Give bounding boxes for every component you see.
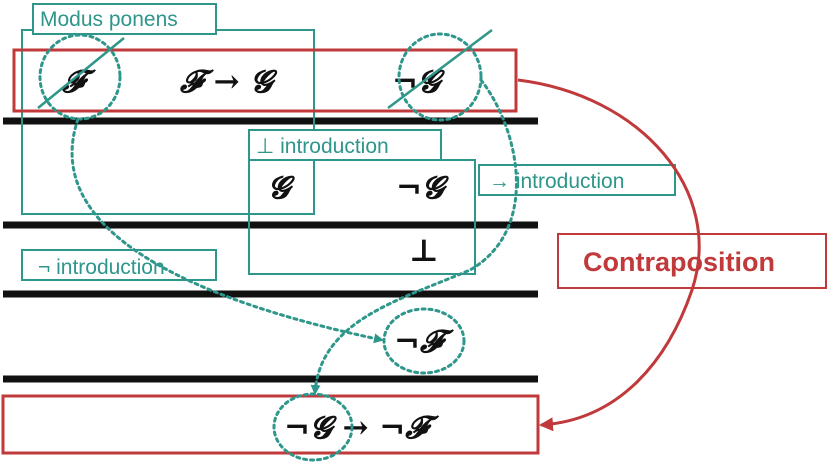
formula-conclusion: ¬𝓖 → ¬𝓕: [284, 410, 439, 446]
imp-intro-label: → introduction: [489, 170, 624, 193]
discharge-arrow-not-g: [310, 78, 518, 395]
bot-intro-label-box: [248, 129, 442, 161]
modus-ponens-label-box: [32, 3, 217, 35]
modus-ponens-label: Modus ponens: [40, 8, 178, 31]
strike-not-g: [387, 29, 493, 109]
discharge-arrow-f: [70, 117, 384, 344]
ellipse-not-f: [382, 307, 466, 375]
formula-bottom: ⊥: [409, 233, 439, 269]
contraposition-label: Contraposition: [583, 247, 775, 277]
ellipse-not-g: [397, 32, 483, 122]
formula-not-f: ¬𝓕: [394, 324, 454, 360]
bot-intro-label: ⊥ introduction: [256, 135, 389, 158]
conclusion-box: [1, 394, 540, 455]
neg-intro-label: ¬ introduction: [38, 256, 165, 279]
imp-intro-label-box: [478, 164, 676, 196]
formula-f: 𝓕: [61, 64, 96, 100]
formula-f-implies-g: 𝓕 → 𝓖: [179, 64, 278, 100]
contraposition-arrow: [517, 78, 701, 432]
ellipse-f: [38, 33, 122, 121]
premises-box: [12, 48, 518, 113]
formula-g: 𝓖: [268, 170, 296, 206]
neg-intro-label-box: [21, 249, 217, 281]
formula-not-g-2: ¬𝓖: [396, 170, 450, 206]
